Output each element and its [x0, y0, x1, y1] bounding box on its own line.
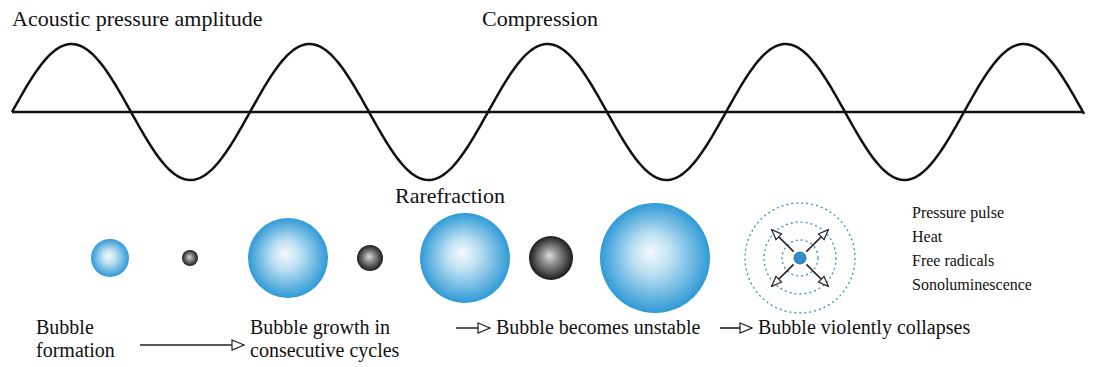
- bubble-expanded: [91, 239, 129, 277]
- effect-label: Free radicals: [912, 252, 994, 270]
- bubble-expanded: [600, 203, 710, 313]
- process-step: Bubble growth in consecutive cycles: [248, 316, 454, 362]
- step-text: Bubble formation: [36, 316, 136, 362]
- pressure-wave: [12, 44, 1084, 180]
- step-text: Bubble growth in consecutive cycles: [250, 316, 452, 362]
- bubble-compressed: [182, 250, 198, 266]
- step-text: Bubble violently collapses: [758, 316, 1004, 339]
- bubble-expanded: [420, 213, 510, 303]
- flow-arrow: [456, 327, 490, 329]
- burst-arrow: [806, 264, 828, 286]
- burst-arrow: [806, 230, 828, 252]
- effect-label: Pressure pulse: [912, 204, 1004, 222]
- bubble-compressed: [357, 245, 383, 271]
- flow-arrow: [140, 344, 244, 346]
- collapsed-bubble: [794, 252, 806, 264]
- process-step: Bubble formation: [34, 316, 138, 362]
- axis-title: Acoustic pressure amplitude: [12, 6, 263, 31]
- process-step: Bubble violently collapses: [756, 316, 1006, 339]
- shock-ring: [745, 203, 855, 313]
- pressure-axis: [12, 111, 1082, 114]
- flow-arrow: [720, 327, 752, 329]
- step-text: Bubble becomes unstable: [496, 316, 716, 339]
- burst-arrow: [772, 264, 794, 286]
- burst-arrow: [772, 230, 794, 252]
- bubble-expanded: [248, 218, 328, 298]
- shock-ring: [764, 222, 836, 294]
- phase-label: Rarefraction: [395, 183, 505, 208]
- process-step: Bubble becomes unstable: [494, 316, 718, 339]
- phase-label: Compression: [482, 6, 598, 31]
- effect-label: Sonoluminescence: [912, 276, 1032, 294]
- bubble-compressed: [529, 236, 573, 280]
- effect-label: Heat: [912, 228, 942, 246]
